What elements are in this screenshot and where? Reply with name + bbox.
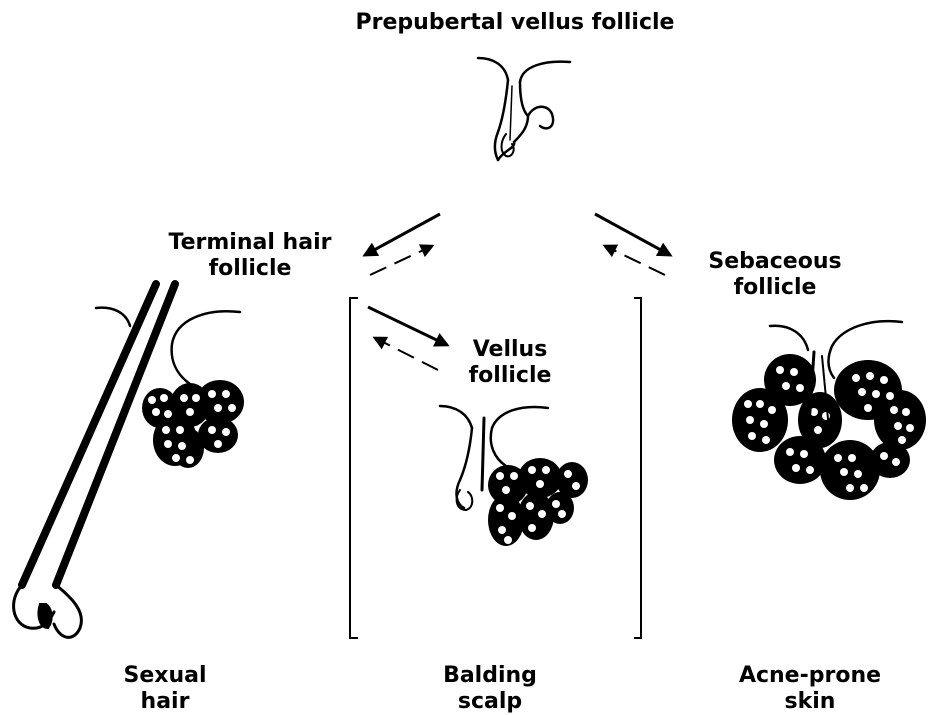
vellus-follicle-drawing <box>440 406 588 546</box>
prepubertal-follicle-drawing <box>478 58 570 160</box>
sebaceous-follicle-drawing <box>732 321 926 500</box>
balding-scalp-bracket <box>350 298 641 638</box>
terminal-hair-follicle-drawing <box>14 284 244 637</box>
development-arrows <box>365 214 670 370</box>
